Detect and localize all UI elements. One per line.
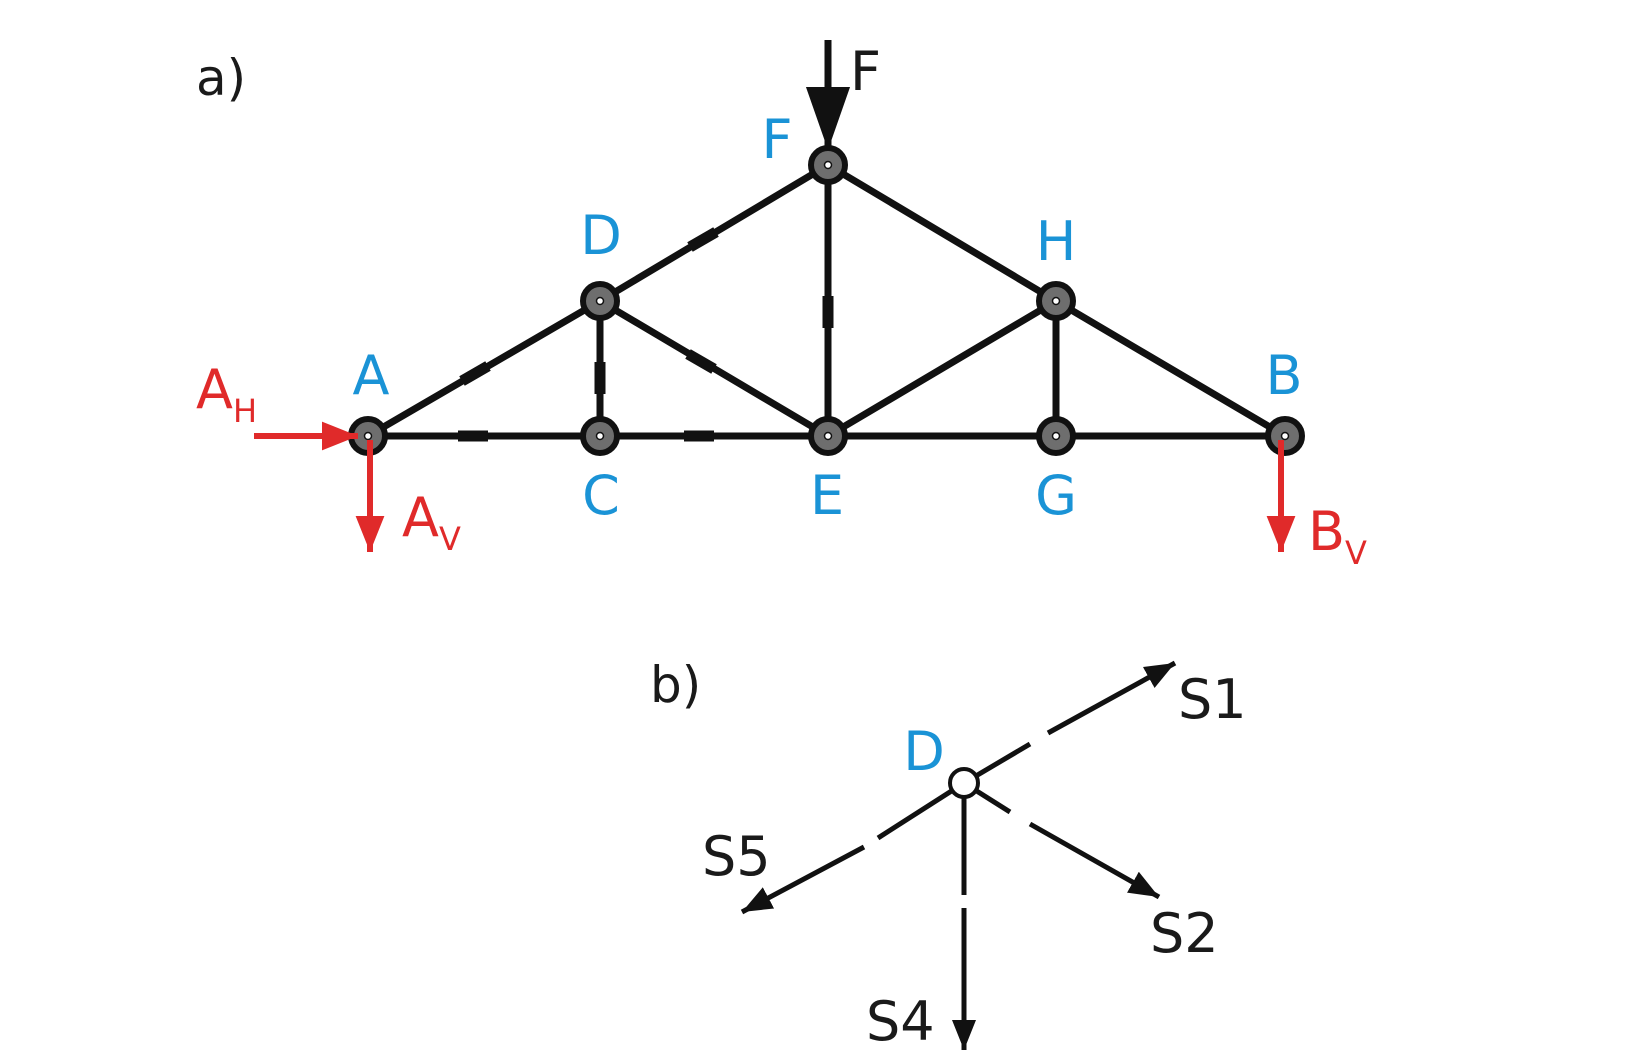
- node-labels: A B C D E F G H: [353, 108, 1303, 527]
- pin-c: [595, 431, 605, 441]
- member-marks: [458, 227, 834, 442]
- reaction-bv-main: B: [1308, 500, 1345, 563]
- force-s5-far: [740, 844, 866, 915]
- force-label-s4: S4: [866, 990, 935, 1053]
- reaction-label-bv: BV: [1308, 500, 1367, 572]
- pin-g: [1051, 431, 1061, 441]
- reaction-ah-sub: H: [233, 392, 257, 430]
- free-body-node-label: D: [903, 720, 945, 783]
- force-s1-far: [1046, 660, 1177, 736]
- force-label-s1: S1: [1178, 668, 1247, 731]
- node-label-b: B: [1265, 344, 1302, 407]
- node-label-d: D: [580, 204, 622, 267]
- force-label-s2: S2: [1150, 902, 1219, 965]
- force-label-s5: S5: [702, 825, 771, 888]
- pin-f: [823, 160, 833, 170]
- reaction-label-av: AV: [402, 486, 461, 558]
- reaction-av-sub: V: [439, 520, 461, 558]
- pin-e: [823, 431, 833, 441]
- member-f-h: [824, 161, 1060, 305]
- pin-b: [1280, 431, 1290, 441]
- load-label-f: F: [850, 40, 881, 103]
- node-label-e: E: [810, 464, 844, 527]
- force-s5-near: [876, 780, 966, 841]
- node-label-h: H: [1036, 210, 1077, 273]
- reaction-av-main: A: [402, 486, 439, 549]
- member-e-h: [824, 297, 1060, 440]
- mark-d-f: [687, 227, 719, 252]
- reaction-ah-main: A: [196, 358, 233, 421]
- pin-a: [363, 431, 373, 441]
- reaction-bv-sub: V: [1345, 534, 1367, 572]
- node-label-c: C: [582, 464, 620, 527]
- free-body-d: [740, 660, 1177, 1050]
- panel-a-label: a): [196, 49, 246, 107]
- mark-a-d: [459, 361, 491, 386]
- panel-b-label: b): [650, 656, 701, 714]
- free-body-node-d: [948, 767, 980, 799]
- node-label-a: A: [353, 344, 390, 407]
- node-label-g: G: [1035, 464, 1077, 527]
- node-pins: [363, 160, 1290, 441]
- mark-d-e: [685, 349, 717, 374]
- pin-d: [595, 296, 605, 306]
- force-s2-far: [1028, 821, 1161, 900]
- pin-h: [1051, 296, 1061, 306]
- reaction-label-ah: AH: [196, 358, 257, 430]
- node-label-f: F: [761, 108, 792, 171]
- member-h-b: [1052, 297, 1289, 440]
